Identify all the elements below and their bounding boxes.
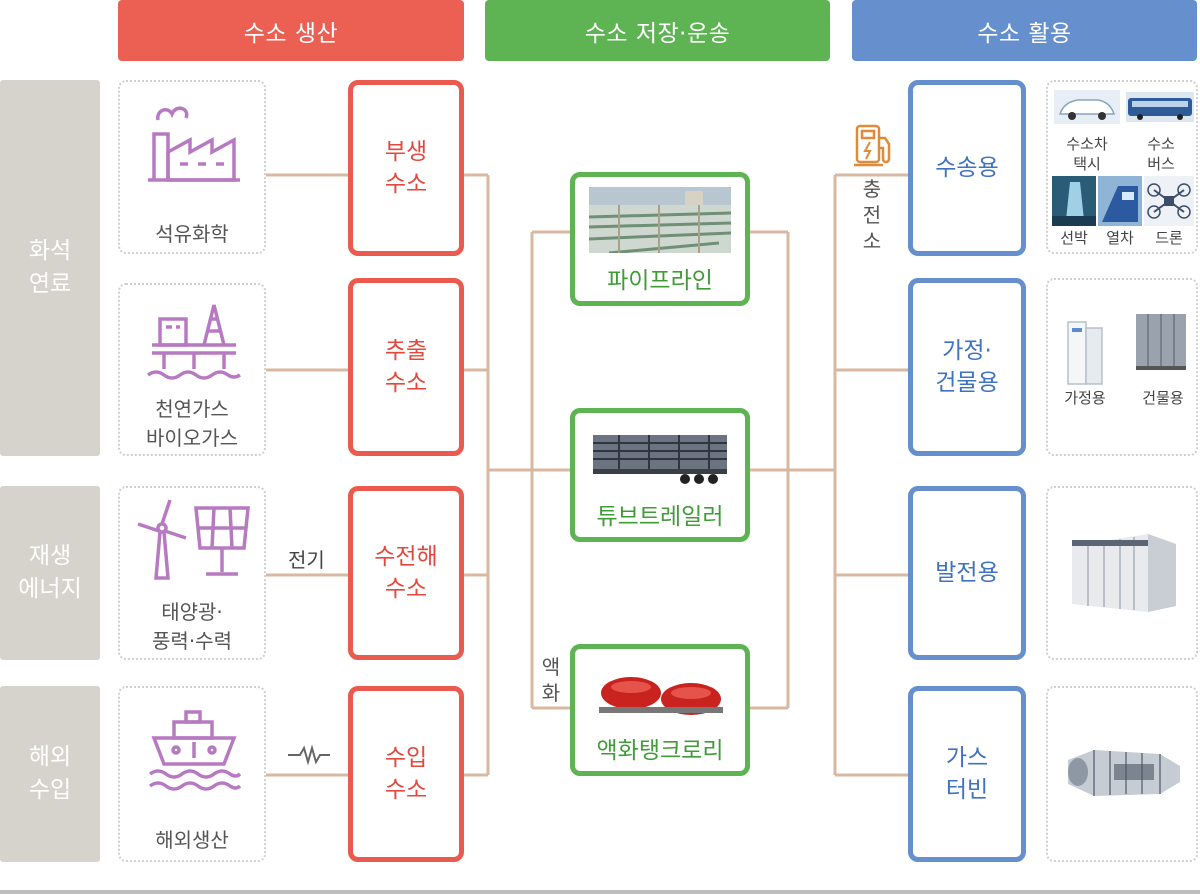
- transport-label: 액화탱크로리: [596, 738, 724, 764]
- category-import: 해외 수입: [0, 686, 100, 862]
- liquefaction-label: 액 화: [541, 655, 561, 705]
- use-household-building: 가정· 건물용: [908, 278, 1026, 456]
- header-storage-transport: 수소 저장·운송: [485, 0, 830, 61]
- examples-transportation: 수소차 택시 수소 버스 선박 열차 드론: [1046, 80, 1198, 254]
- example-label: 수소차 택시: [1066, 135, 1108, 173]
- source-renewable: 태양광· 풍력·수력: [118, 486, 266, 660]
- pipeline-image: [589, 187, 731, 253]
- source-natural-gas: 천연가스 바이오가스: [118, 283, 266, 456]
- category-fossil-fuel: 화석 연료: [0, 80, 100, 456]
- hydrogen-train-image: [1098, 176, 1142, 226]
- production-byproduct-hydrogen: 부생 수소: [348, 80, 464, 256]
- use-transportation: 수송용: [908, 80, 1026, 256]
- ship-icon: [148, 710, 242, 791]
- production-extracted-hydrogen: 추출 수소: [348, 278, 464, 456]
- gas-turbine-image: [1068, 750, 1180, 796]
- example-label: 수소 버스: [1147, 135, 1175, 173]
- transport-liquid-tank-lorry: 액화탱크로리: [570, 644, 750, 776]
- charging-station-label: 충 전 소: [862, 177, 882, 253]
- wind-solar-icon: [137, 499, 250, 580]
- example-label: 건물용: [1142, 389, 1184, 407]
- header-production: 수소 생산: [118, 0, 464, 61]
- examples-household-building: 가정용 건물용: [1046, 278, 1198, 456]
- liquid-tank-image: [599, 677, 723, 715]
- source-label: 해외생산: [155, 828, 229, 852]
- hydrogen-bus-image: [1126, 92, 1194, 122]
- footer-divider: [0, 890, 1200, 894]
- hydrogen-drone-image: [1144, 176, 1194, 226]
- transport-label: 튜브트레일러: [596, 504, 724, 530]
- building-fuel-cell-image: [1136, 314, 1186, 370]
- production-imported-hydrogen: 수입 수소: [348, 686, 464, 862]
- examples-gas-turbine: [1046, 686, 1198, 862]
- electricity-label: 전기: [288, 548, 325, 572]
- transport-label: 파이프라인: [607, 268, 713, 294]
- power-plant-fuel-cell-image: [1072, 534, 1176, 612]
- hydrogen-taxi-image: [1054, 90, 1120, 124]
- use-power-generation: 발전용: [908, 486, 1026, 660]
- header-utilization: 수소 활용: [852, 0, 1197, 61]
- offshore-platform-icon: [146, 304, 241, 380]
- charging-station-icon: [854, 124, 891, 167]
- hydrogen-ship-image: [1052, 176, 1096, 226]
- examples-power-generation: [1046, 486, 1198, 660]
- source-label: 천연가스 바이오가스: [146, 397, 238, 450]
- household-fuel-cell-image: [1067, 321, 1103, 385]
- source-label: 태양광· 풍력·수력: [152, 600, 232, 653]
- use-gas-turbine: 가스 터빈: [908, 686, 1026, 862]
- transport-pipeline: 파이프라인: [570, 172, 750, 306]
- source-petrochemical: 석유화학: [118, 80, 266, 254]
- example-label: 가정용: [1064, 389, 1106, 407]
- tube-trailer-image: [593, 435, 727, 484]
- production-electrolysis-hydrogen: 수전해 수소: [348, 486, 464, 660]
- example-label: 선박: [1060, 229, 1088, 247]
- example-label: 드론: [1155, 229, 1183, 247]
- factory-icon: [148, 106, 240, 182]
- category-renewable: 재생 에너지: [0, 486, 100, 660]
- source-overseas: 해외생산: [118, 686, 266, 862]
- import-wave-icon: [288, 744, 330, 766]
- transport-tube-trailer: 튜브트레일러: [570, 408, 750, 542]
- source-label: 석유화학: [155, 222, 229, 246]
- example-label: 열차: [1106, 229, 1134, 247]
